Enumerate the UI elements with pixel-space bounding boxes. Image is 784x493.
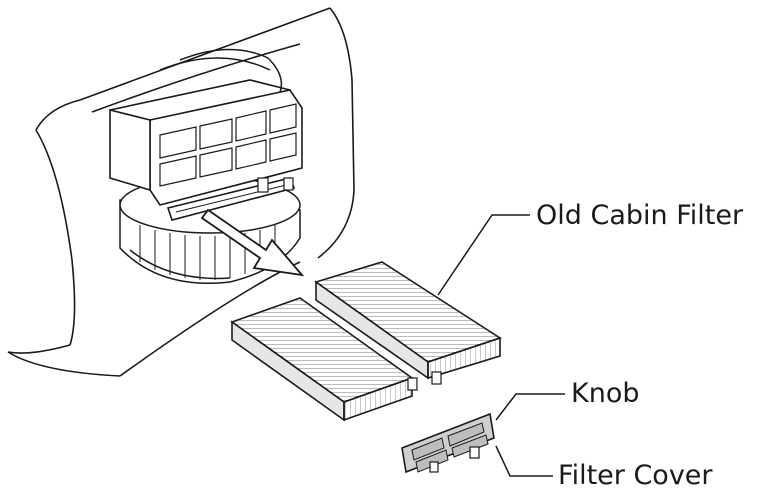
dashboard-housing [7, 7, 355, 377]
label-knob: Knob [571, 378, 640, 409]
old-cabin-filter [230, 261, 502, 422]
filter-element-right-front [427, 336, 501, 380]
removal-arrow [200, 208, 305, 277]
knob [469, 446, 480, 459]
leader-old-cabin-filter [437, 214, 530, 296]
leader-knob [495, 393, 565, 421]
leader-filter-cover [495, 445, 553, 477]
filter-box-frame [109, 79, 303, 221]
filter-element-left-front [343, 376, 413, 422]
label-old-cabin-filter: Old Cabin Filter [536, 200, 744, 231]
label-filter-cover: Filter Cover [558, 460, 713, 491]
leader-lines [437, 214, 565, 477]
filter-cover [401, 412, 495, 474]
